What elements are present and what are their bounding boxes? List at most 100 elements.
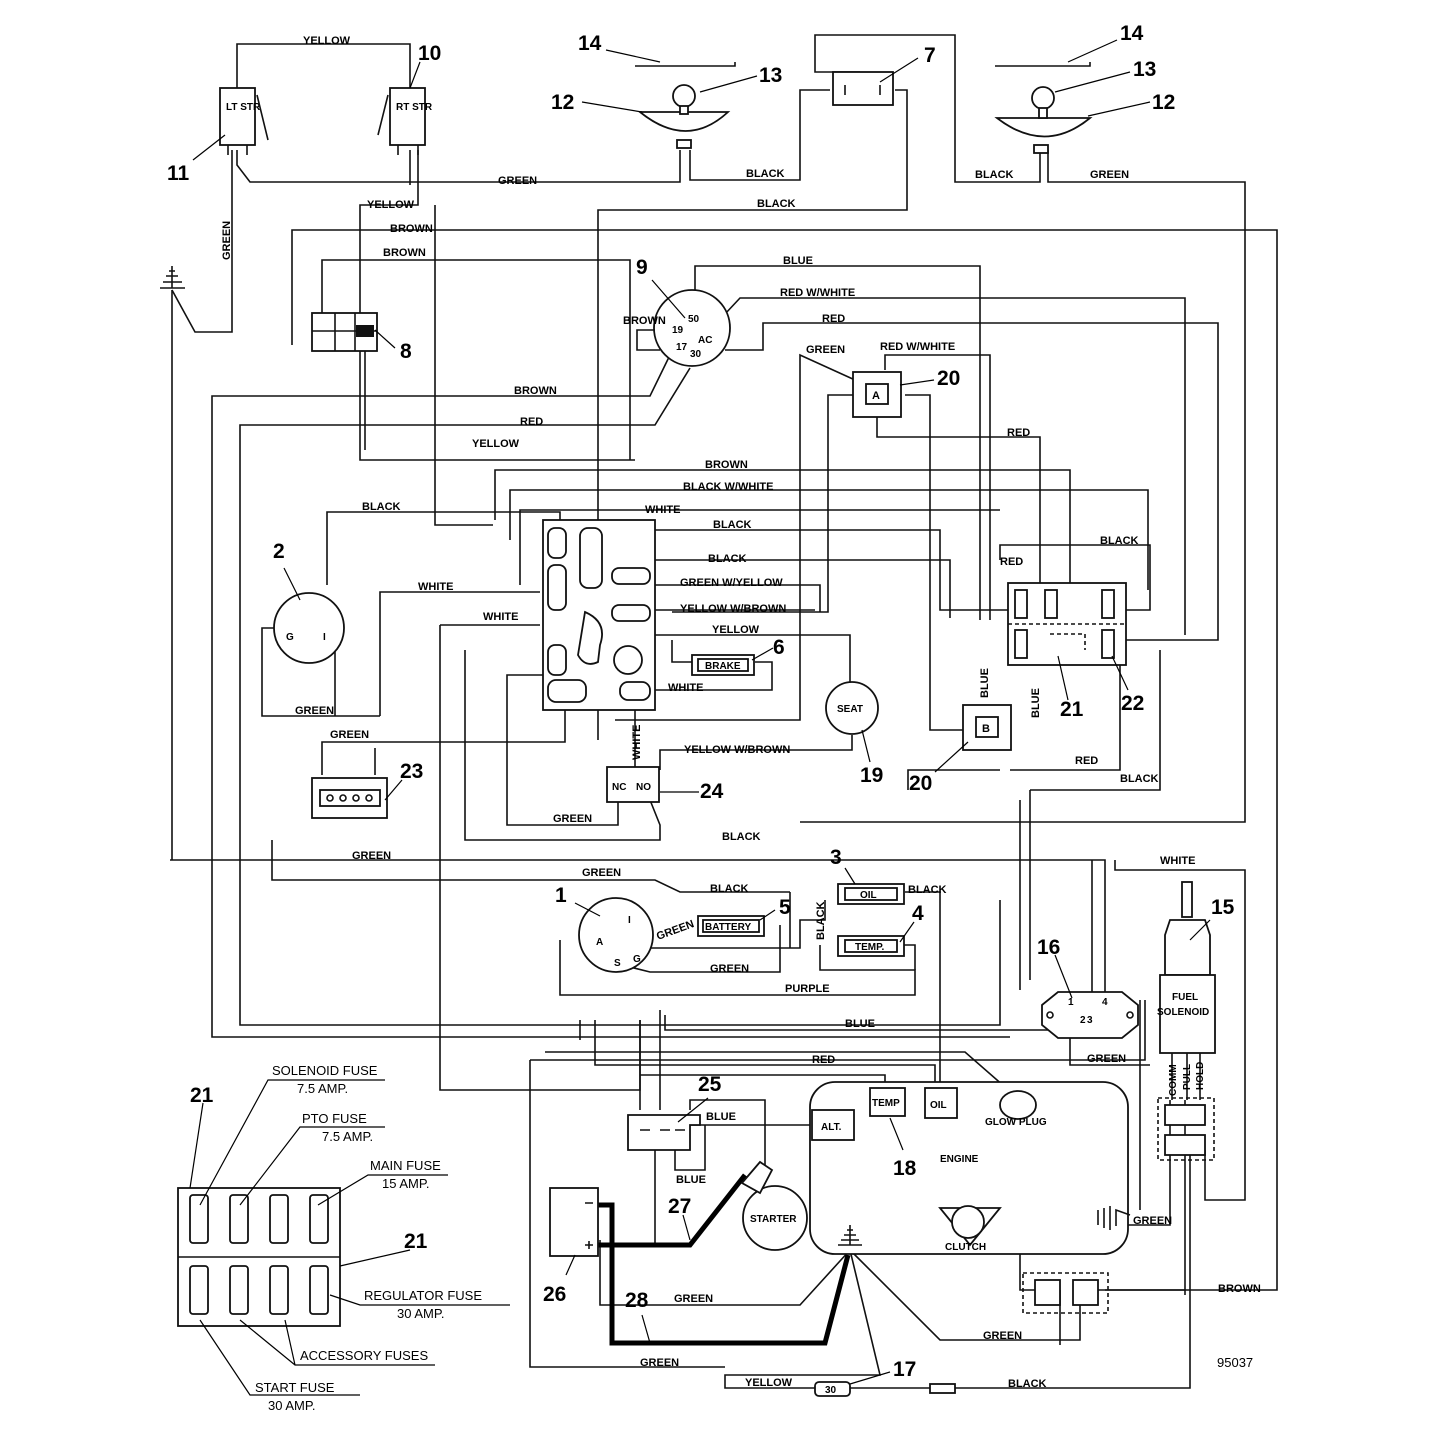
svg-text:16: 16 [1037,936,1060,959]
temp-sender: TEMP [869,1087,906,1117]
svg-text:G: G [286,632,294,643]
svg-text:BRAKE: BRAKE [705,661,741,672]
svg-text:GREEN: GREEN [1087,1053,1126,1065]
fuse-block-upper [1007,582,1127,666]
svg-text:A: A [596,937,603,948]
svg-text:15 AMP.: 15 AMP. [382,1176,429,1191]
svg-text:27: 27 [668,1195,691,1218]
svg-text:BROWN: BROWN [705,459,748,471]
key-switch: A S G I [578,897,654,973]
svg-text:NC: NC [612,782,626,793]
main-connector-block [542,519,656,711]
svg-text:B: B [982,723,990,735]
svg-text:S: S [614,958,621,969]
oil-light: OIL [837,883,905,905]
svg-text:FUEL: FUEL [1172,992,1198,1003]
svg-text:GREEN: GREEN [674,1293,713,1305]
svg-text:1: 1 [555,884,567,907]
inline-fuse: 30 [814,1381,956,1397]
svg-text:NO: NO [636,782,651,793]
svg-text:24: 24 [700,780,724,803]
seat-switch: SEAT [825,681,879,735]
engine: ENGINE [809,1081,1129,1255]
light-switch [832,71,894,106]
svg-text:WHITE: WHITE [645,504,680,516]
svg-text:BLACK: BLACK [908,884,947,896]
svg-text:GREEN: GREEN [806,344,845,356]
svg-text:BLACK: BLACK [710,883,749,895]
svg-text:BATTERY: BATTERY [705,922,751,933]
svg-text:BLUE: BLUE [706,1111,736,1123]
svg-text:PTO FUSE: PTO FUSE [302,1111,367,1126]
svg-text:7.5 AMP.: 7.5 AMP. [297,1081,348,1096]
svg-text:10: 10 [418,42,441,65]
svg-text:STARTER: STARTER [750,1214,797,1225]
svg-text:12: 12 [1152,91,1175,114]
svg-text:GREEN: GREEN [983,1330,1022,1342]
svg-text:COMM: COMM [1168,1064,1179,1096]
svg-text:GREEN: GREEN [553,813,592,825]
svg-text:BROWN: BROWN [390,223,433,235]
svg-text:HOLD: HOLD [1195,1062,1206,1090]
svg-text:GREEN: GREEN [221,221,233,260]
lt-steering-switch: LT STR [219,87,269,155]
svg-text:BLUE: BLUE [1030,688,1042,718]
pto-switch: NC NO [606,766,660,803]
right-headlight [994,62,1093,154]
svg-text:A: A [872,390,880,402]
ground-icon [160,266,185,289]
callout-leaders [189,39,1211,1385]
svg-text:WHITE: WHITE [631,725,643,760]
svg-text:GREEN W/YELLOW: GREEN W/YELLOW [680,577,783,589]
starter: STARTER [740,1160,808,1251]
svg-text:PULL: PULL [1182,1064,1193,1090]
svg-text:BROWN: BROWN [1218,1283,1261,1295]
svg-text:ALT.: ALT. [821,1122,842,1133]
svg-text:REGULATOR FUSE: REGULATOR FUSE [364,1288,482,1303]
connector-8 [311,312,378,352]
svg-text:12: 12 [551,91,574,114]
svg-text:23: 23 [400,760,423,783]
svg-text:YELLOW: YELLOW [472,438,520,450]
svg-text:15: 15 [1211,896,1235,919]
svg-text:5: 5 [779,896,791,919]
fuse-legend: SOLENOID FUSE 7.5 AMP. PTO FUSE 7.5 AMP.… [255,1063,482,1413]
svg-text:14: 14 [578,32,602,55]
svg-text:19: 19 [860,764,883,787]
svg-text:9: 9 [636,256,648,279]
svg-text:BLACK: BLACK [975,169,1014,181]
oil-sender: OIL [924,1087,958,1119]
svg-text:RED W/WHITE: RED W/WHITE [880,341,955,353]
svg-text:RT STR: RT STR [396,102,433,113]
relay-b: B [962,704,1012,751]
svg-text:3: 3 [1087,1015,1093,1026]
svg-text:GREEN: GREEN [710,963,749,975]
fuel-solenoid: FUEL SOLENOID COMM PULL HOLD [1157,881,1216,1161]
svg-text:BLACK: BLACK [708,553,747,565]
svg-text:2: 2 [273,540,285,563]
diagram-id: 95037 [1217,1355,1253,1370]
svg-text:WHITE: WHITE [1160,855,1195,867]
svg-text:GREEN: GREEN [330,729,369,741]
starter-relay [627,1114,701,1151]
svg-text:G: G [633,954,641,965]
svg-text:AC: AC [698,335,712,346]
svg-text:RED: RED [812,1054,835,1066]
svg-text:BLACK: BLACK [713,519,752,531]
svg-text:50: 50 [688,314,700,325]
svg-text:YELLOW W/BROWN: YELLOW W/BROWN [680,603,786,615]
svg-text:RED W/WHITE: RED W/WHITE [780,287,855,299]
svg-text:WHITE: WHITE [668,682,703,694]
svg-text:RED: RED [822,313,845,325]
svg-text:21: 21 [190,1084,214,1107]
svg-text:WHITE: WHITE [418,581,453,593]
svg-text:19: 19 [672,325,684,336]
svg-text:20: 20 [909,772,932,795]
svg-text:YELLOW: YELLOW [745,1377,793,1389]
svg-text:BLACK: BLACK [362,501,401,513]
svg-text:ENGINE: ENGINE [940,1154,979,1165]
svg-text:BLACK: BLACK [746,168,785,180]
glow-plug: GLOW PLUG [985,1090,1047,1128]
fuse-panel [177,1187,341,1327]
